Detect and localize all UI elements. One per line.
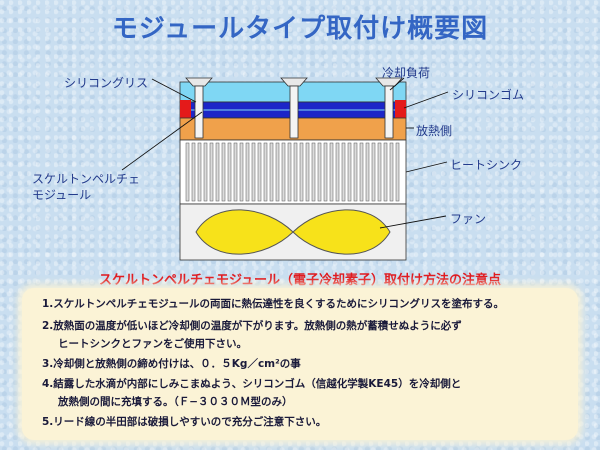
heat-sink-fin <box>317 142 322 202</box>
silicone-rubber-right <box>395 100 406 120</box>
heat-sink-fin <box>389 142 394 202</box>
heat-sink-fin <box>293 142 298 202</box>
heat-sink-fin <box>305 142 310 202</box>
label-heat-sink: ヒートシンク <box>450 158 523 172</box>
label-module-line1: スケルトンペルチェ <box>32 172 141 186</box>
leader-silicone-grease <box>151 78 197 103</box>
leader-cooling-load <box>389 77 405 91</box>
screw-right <box>375 77 403 139</box>
heat-sink-fin <box>227 142 232 202</box>
label-silicone-grease: シリコングリス <box>64 76 149 90</box>
heat-sink-fin <box>191 142 196 202</box>
heat-sink-fin <box>239 142 244 202</box>
note-4: 4.結露した水滴が内部にしみこまぬよう、シリコンゴム（信越化学製KE45）を冷却… <box>42 378 462 390</box>
heat-sink-fin <box>185 142 190 202</box>
notes-box <box>22 288 578 440</box>
heat-sink-fin <box>263 142 268 202</box>
leader-silicone-rubber <box>403 91 449 109</box>
label-cooling-load: 冷却負荷 <box>382 66 431 80</box>
heat-sink-fin <box>353 142 358 202</box>
heat-sink-fins <box>185 142 400 202</box>
heat-sink-fin <box>251 142 256 202</box>
leader-fan <box>379 215 447 229</box>
label-module-line2: モジュール <box>32 188 92 202</box>
fan-blades <box>195 209 391 255</box>
heat-sink-fin <box>269 142 274 202</box>
heat-sink-fin <box>347 142 352 202</box>
heat-sink-fin <box>215 142 220 202</box>
heat-sink-fin <box>383 142 388 202</box>
note-5: 5.リード線の半田部は破損しやすいので充分ご注意下さい。 <box>42 416 327 428</box>
screw-center <box>280 77 308 139</box>
screw-left <box>185 77 213 139</box>
heat-sink-fin <box>209 142 214 202</box>
heat-sink-fin <box>323 142 328 202</box>
silicone-rubber-left <box>180 100 191 120</box>
heat-sink-fin <box>329 142 334 202</box>
label-fan: ファン <box>450 212 487 226</box>
heat-sink-fin <box>377 142 382 202</box>
note-2: 2.放熱面の温度が低いほど冷却側の温度が下がります。放熱側の熱が蓄積せぬように必… <box>42 320 462 332</box>
heat-sink-fin <box>257 142 262 202</box>
heat-sink-fin <box>365 142 370 202</box>
note-3: 3.冷却側と放熱側の締め付けは、０．５Kg／cm²の事 <box>42 358 301 370</box>
heat-sink-fin <box>335 142 340 202</box>
heat-sink-fin <box>281 142 286 202</box>
note-2-cont: ヒートシンクとファンをご使用下さい。 <box>58 338 247 350</box>
label-heat-side: 放熱側 <box>416 124 453 138</box>
heat-sink-fin <box>371 142 376 202</box>
heat-sink-fin <box>299 142 304 202</box>
heat-sink-fin <box>341 142 346 202</box>
page-title: モジュールタイプ取付け概要図 <box>111 14 489 44</box>
heat-sink-fin <box>311 142 316 202</box>
note-1: 1.スケルトンペルチェモジュールの両面に熱伝達性を良くするためにシリコングリスを… <box>42 298 505 310</box>
note-4-cont: 放熱側の間に充填する。（Ｆ−３０３０Ｍ型のみ） <box>58 396 293 408</box>
heat-sink-fin <box>245 142 250 202</box>
heat-sink-fin <box>197 142 202 202</box>
heat-sink-fin <box>233 142 238 202</box>
heat-sink-fin <box>359 142 364 202</box>
notes-title: スケルトンペルチェモジュール（電子冷却素子）取付け方法の注意点 <box>98 273 502 288</box>
heat-sink-fin <box>203 142 208 202</box>
label-silicone-rubber: シリコンゴム <box>452 88 525 102</box>
heat-sink-fin <box>287 142 292 202</box>
heat-sink-fin <box>221 142 226 202</box>
heat-sink-fin <box>275 142 280 202</box>
heat-sink-fin <box>395 142 400 202</box>
leader-heat-sink <box>405 161 448 173</box>
leader-module <box>121 111 203 171</box>
